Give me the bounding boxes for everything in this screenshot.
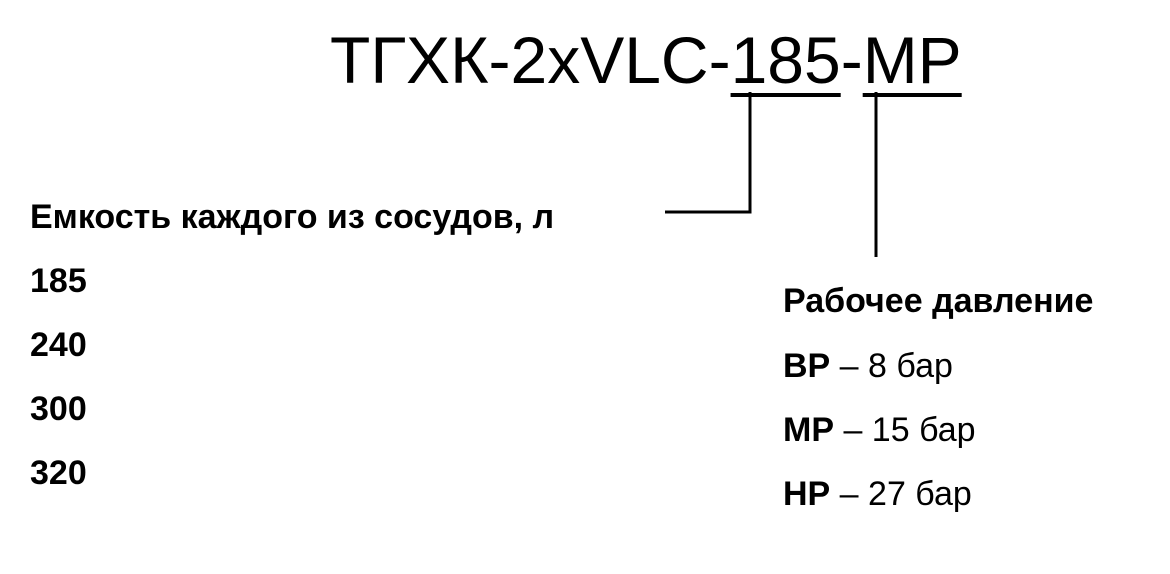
capacity-connector-line — [665, 92, 752, 214]
capacity-option-185: 185 — [30, 262, 87, 300]
model-code-capacity: 185 — [730, 23, 841, 97]
pressure-desc: – 27 бар — [830, 475, 972, 513]
pressure-desc: – 15 бар — [834, 411, 976, 449]
pressure-code: HP — [783, 475, 831, 513]
capacity-option-300: 300 — [30, 390, 87, 428]
capacity-option-320: 320 — [30, 454, 87, 492]
capacity-title: Емкость каждого из сосудов, л — [30, 198, 555, 236]
model-code-pressure: MP — [862, 23, 962, 97]
pressure-code: BP — [783, 347, 831, 385]
pressure-code: MP — [783, 411, 834, 449]
capacity-option-240: 240 — [30, 326, 87, 364]
pressure-desc: – 8 бар — [830, 347, 953, 385]
pressure-option-hp: HP – 27 бар — [783, 474, 972, 514]
model-code: ТГХК-2xVLC-185-MP — [330, 20, 962, 100]
pressure-option-bp: BP – 8 бар — [783, 346, 953, 386]
model-code-separator: - — [840, 23, 863, 97]
model-code-prefix: ТГХК-2xVLC- — [330, 23, 731, 97]
pressure-title: Рабочее давление — [783, 282, 1094, 320]
pressure-option-mp: MP – 15 бар — [783, 410, 976, 450]
